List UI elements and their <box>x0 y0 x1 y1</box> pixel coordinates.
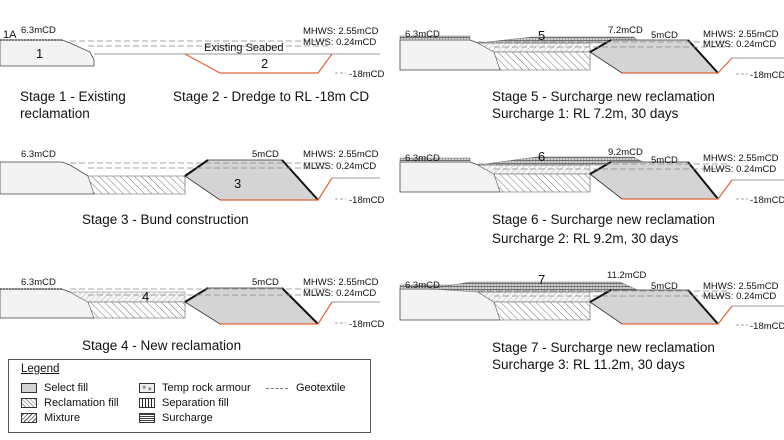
stage7-caption-line1: Stage 7 - Surcharge new reclamation <box>492 340 715 355</box>
legend-item-mixture: Mixture <box>21 412 80 424</box>
level-existing-reclamation-label: 6.3mCD <box>21 25 56 36</box>
separation-fill-swatch-icon <box>139 398 155 408</box>
level-existing-reclamation-label-s6: 6.3mCD <box>405 153 440 164</box>
mhws-label-s5: MHWS: 2.55mCD <box>703 29 779 40</box>
bund-top-label-s3: 5mCD <box>252 149 279 160</box>
stage-6-section <box>399 156 784 200</box>
stage5-number: 5 <box>538 28 545 43</box>
geotextile-line-icon <box>266 387 288 389</box>
dredge-level-label-s4: -18mCD <box>349 319 385 330</box>
mhws-label-s4: MHWS: 2.55mCD <box>303 277 379 288</box>
mlws-label-stage1: MLWS: 0.24mCD <box>303 37 376 48</box>
legend-title: Legend <box>21 363 60 375</box>
bund-top-label-s6: 5mCD <box>651 155 678 166</box>
stage3-number: 3 <box>234 176 241 191</box>
mlws-label-s5: MLWS: 0.24mCD <box>703 39 776 50</box>
rock-armour-swatch-icon <box>139 383 155 393</box>
surcharge-swatch-icon <box>139 413 155 423</box>
level-existing-reclamation-label-s3: 6.3mCD <box>21 149 56 160</box>
legend-label-separation-fill: Separation fill <box>162 397 229 409</box>
legend-label-mixture: Mixture <box>44 412 81 424</box>
legend-item-surcharge: Surcharge <box>139 412 213 424</box>
stage-3-section <box>0 159 380 201</box>
stage7-caption-line2: Surcharge 3: RL 11.2m, 30 days <box>492 357 685 372</box>
legend-item-geotextile: Geotextile <box>266 382 346 394</box>
stage1-number: 1 <box>36 46 43 61</box>
legend-label-geotextile: Geotextile <box>296 382 346 394</box>
legend-label-reclamation-fill: Reclamation fill <box>44 397 119 409</box>
stage2-number: 2 <box>261 56 268 71</box>
legend-item-reclamation-fill: Reclamation fill <box>21 397 119 409</box>
stage3-caption: Stage 3 - Bund construction <box>82 212 249 227</box>
level-existing-reclamation-label-s7: 6.3mCD <box>405 280 440 291</box>
stage5-caption-line1: Stage 5 - Surcharge new reclamation <box>492 89 715 104</box>
dredge-level-label-stage2: -18mCD <box>349 69 385 80</box>
bund-top-label-s7: 5mCD <box>651 281 678 292</box>
dredge-level-label-s6: -18mCD <box>750 195 784 206</box>
bund-top-label-s5: 5mCD <box>651 30 678 41</box>
level-existing-reclamation-label-s5: 6.3mCD <box>405 29 440 40</box>
level-existing-reclamation-label-s4: 6.3mCD <box>21 277 56 288</box>
surcharge1-level-label: 7.2mCD <box>608 25 643 36</box>
existing-seabed-label: Existing Seabed <box>204 42 284 54</box>
mhws-label-s3: MHWS: 2.55mCD <box>303 149 379 160</box>
stage2-caption: Stage 2 - Dredge to RL -18m CD <box>173 89 369 104</box>
reclamation-fill-swatch-icon <box>21 398 37 408</box>
stage4-number: 4 <box>142 289 149 304</box>
legend-item-select-fill: Select fill <box>21 382 88 394</box>
dredge-level-label-s7: -18mCD <box>750 321 784 332</box>
stage1-number-1a: 1A <box>3 29 17 41</box>
dredge-level-label-s3: -18mCD <box>349 195 385 206</box>
legend: Legend Select fill Reclamation fill Mixt… <box>8 359 371 433</box>
stage-7-section <box>399 281 784 326</box>
legend-item-separation-fill: Separation fill <box>139 397 229 409</box>
stage1-caption-line1: Stage 1 - Existing <box>20 89 126 104</box>
mhws-label-s7: MHWS: 2.55mCD <box>703 281 779 292</box>
stage-1-2-section <box>0 39 380 74</box>
legend-item-temp-rock-armour: Temp rock armour <box>139 382 251 394</box>
bund-top-label-s4: 5mCD <box>252 277 279 288</box>
legend-label-select-fill: Select fill <box>44 382 89 394</box>
mlws-label-s3: MLWS: 0.24mCD <box>303 161 376 172</box>
surcharge3-level-label: 11.2mCD <box>607 270 647 281</box>
mhws-label-s6: MHWS: 2.55mCD <box>703 153 779 164</box>
stage6-number: 6 <box>538 149 545 164</box>
mixture-swatch-icon <box>21 413 37 423</box>
surcharge2-level-label: 9.2mCD <box>608 147 643 158</box>
select-fill-swatch-icon <box>21 383 37 393</box>
mlws-label-s4: MLWS: 0.24mCD <box>303 288 376 299</box>
stage6-caption-line2: Surcharge 2: RL 9.2m, 30 days <box>492 231 679 246</box>
legend-label-surcharge: Surcharge <box>162 412 213 424</box>
stage7-number: 7 <box>538 272 545 287</box>
mhws-label-stage1: MHWS: 2.55mCD <box>303 26 379 37</box>
stage-5-section <box>399 35 784 75</box>
mlws-label-s7: MLWS: 0.24mCD <box>703 291 776 302</box>
legend-label-temp-rock-armour: Temp rock armour <box>162 382 251 394</box>
dredge-level-label-s5: -18mCD <box>750 70 784 81</box>
stage1-caption-line2: reclamation <box>20 106 90 121</box>
stage4-caption: Stage 4 - New reclamation <box>82 338 241 353</box>
mlws-label-s6: MLWS: 0.24mCD <box>703 164 776 175</box>
stage6-caption-line1: Stage 6 - Surcharge new reclamation <box>492 212 715 227</box>
stage5-caption-line2: Surcharge 1: RL 7.2m, 30 days <box>492 106 679 121</box>
stage-4-section <box>0 287 380 325</box>
